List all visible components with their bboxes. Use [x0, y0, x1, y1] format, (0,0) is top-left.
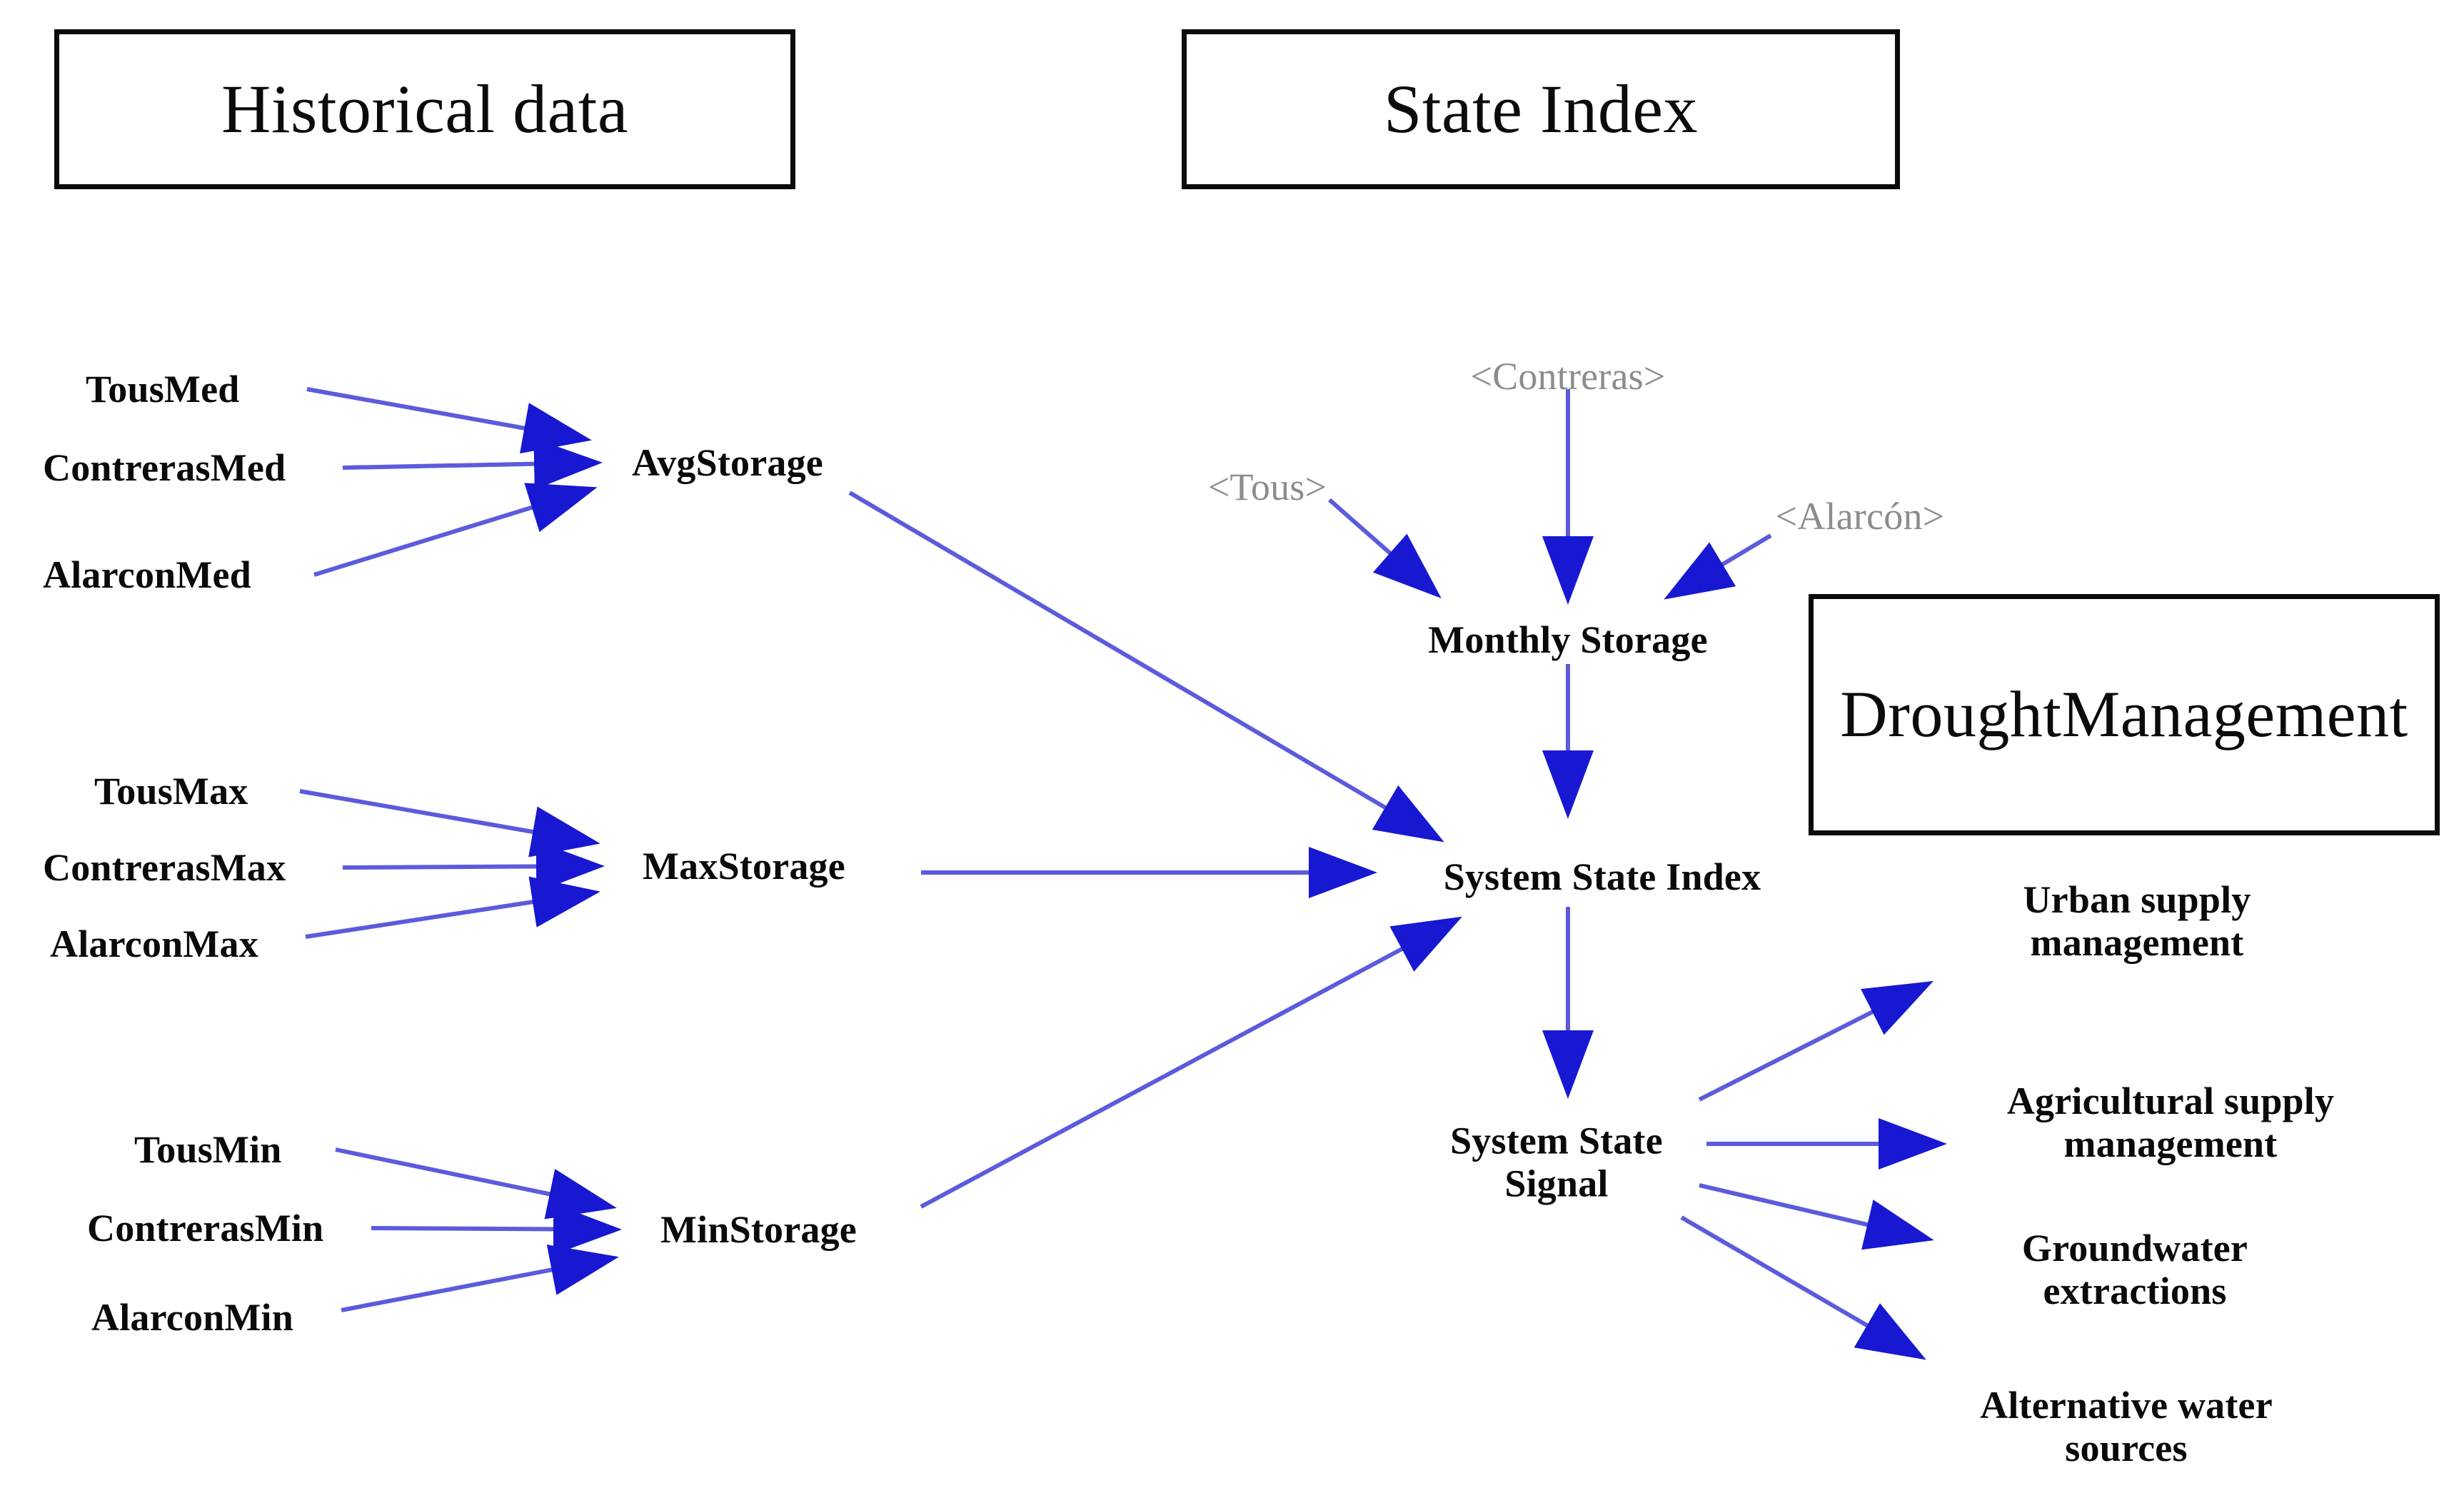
section-header-historical-data: Historical data	[52, 27, 798, 191]
groundwater-line-2: extractions	[2043, 1270, 2227, 1313]
edge-alarconmin-minstorage	[341, 1245, 619, 1312]
node-contrerasmax: ContrerasMax	[43, 845, 286, 889]
node-ghost-alarcon: <Alarcón>	[1775, 494, 1945, 538]
edge-ghostalarcon-monthlystorage	[1664, 533, 1772, 600]
node-ghost-contreras: <Contreras>	[1470, 354, 1666, 398]
node-minstorage: MinStorage	[660, 1207, 857, 1251]
node-alarconmax: AlarconMax	[50, 922, 258, 965]
edge-tousmax-maxstorage	[299, 789, 600, 858]
node-alarconmed: AlarconMed	[43, 553, 251, 596]
edge-avgstorage-systemstateindex	[848, 491, 1444, 843]
agricultural-supply-line-2: management	[2063, 1122, 2278, 1166]
edge-systemstatesignal-groundwater	[1699, 1183, 1934, 1250]
edge-systemstatesignal-urbansupply	[1698, 980, 1934, 1102]
drought-line-2: Management	[2061, 678, 2408, 751]
node-alarconmin: AlarconMin	[91, 1295, 293, 1339]
node-tousmin: TousMin	[134, 1127, 282, 1171]
section-header-state-index: State Index	[1180, 27, 1902, 191]
node-ghost-tous: <Tous>	[1207, 465, 1327, 508]
edge-systemstatesignal-alternativewater	[1680, 1215, 1926, 1360]
node-maxstorage: MaxStorage	[643, 844, 845, 888]
edge-minstorage-systemstateindex	[920, 916, 1462, 1209]
urban-supply-line-1: Urban supply	[2023, 878, 2251, 921]
agricultural-supply-line-1: Agricultural supply	[2006, 1080, 2335, 1122]
node-contrerasmin: ContrerasMin	[87, 1206, 324, 1250]
edge-alarconmax-maxstorage	[305, 876, 600, 939]
edge-contrerasmax-maxstorage	[342, 840, 605, 893]
edge-ghosttous-monthlystorage	[1328, 498, 1442, 598]
node-contrerasmed: ContrerasMed	[43, 446, 286, 489]
alternative-water-line-2: sources	[2065, 1427, 2188, 1470]
edge-contrerasmin-minstorage	[371, 1203, 622, 1255]
node-avgstorage: AvgStorage	[632, 441, 823, 484]
groundwater-line-1: Groundwater	[2021, 1227, 2248, 1270]
urban-supply-line-2: management	[2030, 921, 2244, 965]
node-system-state-index: System State Index	[1443, 855, 1761, 898]
node-tousmax: TousMax	[94, 769, 248, 813]
alternative-water-line-1: Alternative water	[1980, 1384, 2273, 1427]
system-state-signal-line-2: Signal	[1504, 1162, 1609, 1205]
node-monthly-storage: Monthly Storage	[1428, 618, 1708, 661]
drought-line-1: Drought	[1840, 678, 2062, 751]
edge-tousmed-avgstorage	[306, 387, 592, 454]
edge-contrerasmed-avgstorage	[342, 438, 603, 490]
edge-alarconmed-avgstorage	[313, 483, 598, 577]
edge-tousmin-minstorage	[335, 1147, 617, 1220]
node-tousmed: TousMed	[86, 367, 240, 411]
system-state-signal-line-1: System State	[1450, 1119, 1663, 1162]
